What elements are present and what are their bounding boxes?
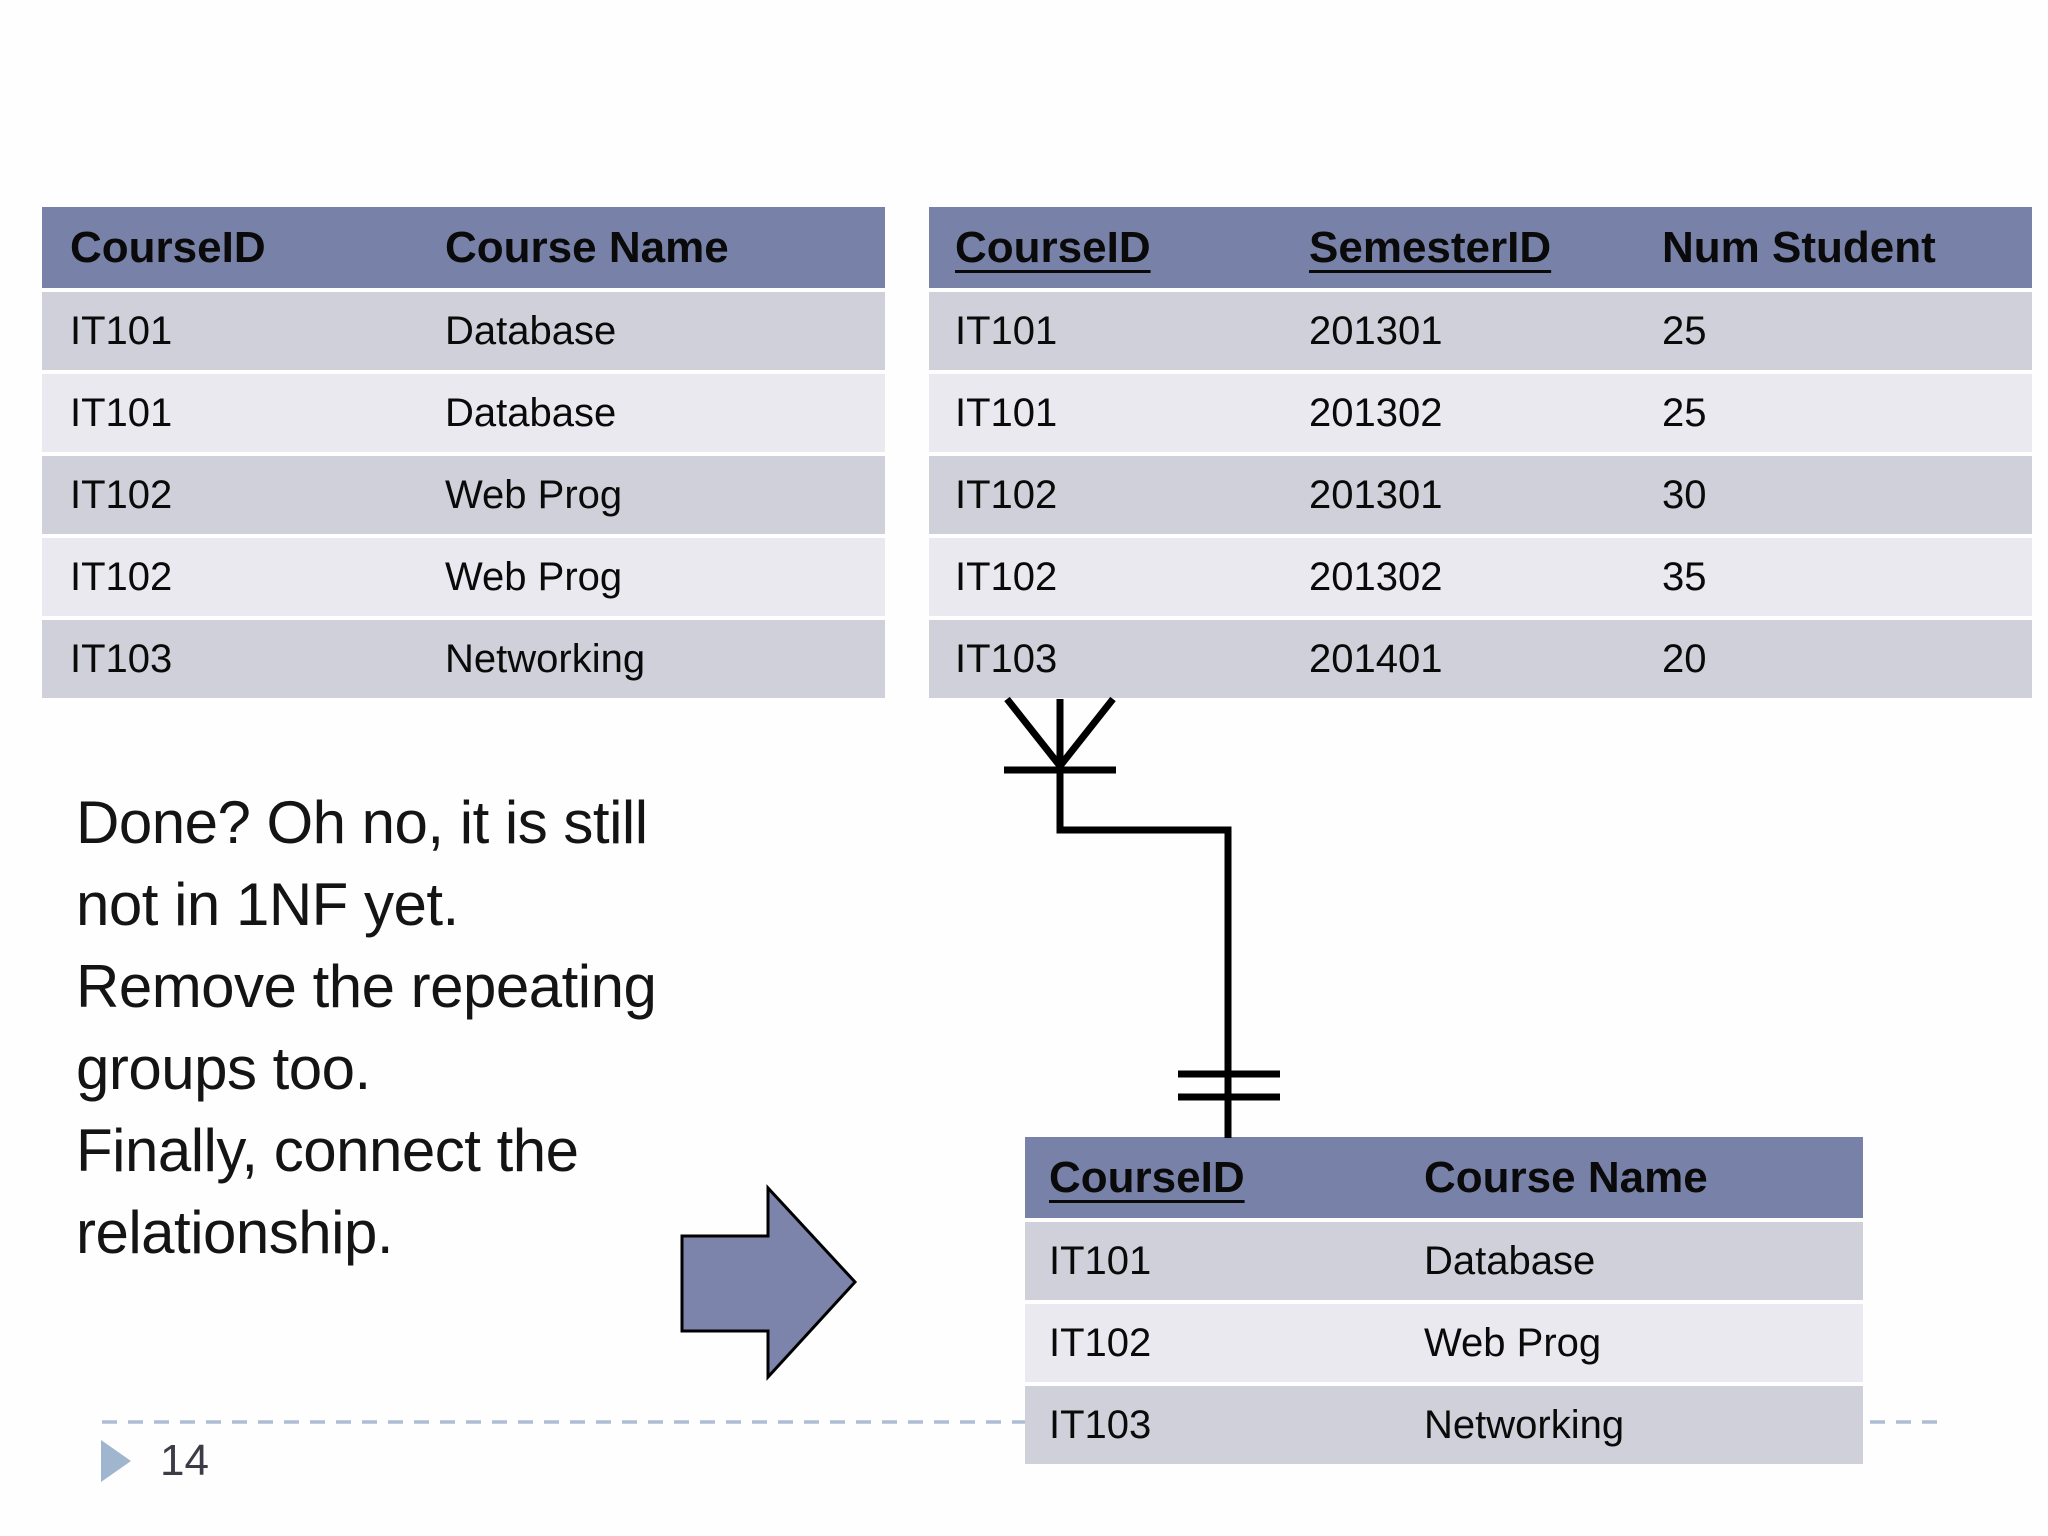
cell-courseid: IT101	[955, 390, 1058, 435]
table-row: IT102 201302 35	[929, 538, 2032, 616]
cell-course-name: Web Prog	[445, 472, 623, 517]
page-nav-triangle-icon	[101, 1440, 131, 1482]
cell-num-student: 25	[1662, 308, 1707, 353]
cell-courseid: IT102	[955, 472, 1058, 517]
column-header-courseid: CourseID	[1049, 1152, 1245, 1202]
column-header-num-student: Num Student	[1662, 222, 1936, 272]
table-header-row: CourseID Course Name	[42, 207, 885, 288]
cell-courseid: IT102	[1049, 1320, 1152, 1365]
table-row: IT103 201401 20	[929, 620, 2032, 698]
cell-courseid: IT102	[70, 472, 173, 517]
table-row: IT101 201302 25	[929, 374, 2032, 452]
cell-course-name: Networking	[445, 636, 646, 681]
cell-courseid: IT101	[1049, 1238, 1152, 1283]
crow-foot-prong-icon	[1004, 696, 1063, 769]
cell-course-name: Web Prog	[1424, 1320, 1602, 1365]
cell-num-student: 20	[1662, 636, 1707, 681]
cell-courseid: IT101	[955, 308, 1058, 353]
cell-course-name: Networking	[1424, 1402, 1625, 1447]
relationship-connector	[1004, 696, 1280, 1138]
table-row: IT101 201301 25	[929, 292, 2032, 370]
table-header-row: CourseID SemesterID Num Student	[929, 207, 2032, 288]
table-row: IT101 Database	[42, 292, 885, 370]
cell-semesterid: 201302	[1309, 390, 1443, 435]
cell-semesterid: 201301	[1309, 308, 1443, 353]
page-number: 14	[160, 1436, 209, 1485]
table-row: IT103 Networking	[42, 620, 885, 698]
table-row: IT101 Database	[42, 374, 885, 452]
cell-course-name: Database	[1424, 1238, 1596, 1283]
cell-courseid: IT103	[1049, 1402, 1152, 1447]
connector-line	[1056, 699, 1232, 1138]
cell-semesterid: 201401	[1309, 636, 1443, 681]
table-row: IT102 Web Prog	[42, 456, 885, 534]
column-header-courseid: CourseID	[70, 222, 266, 272]
table-course-1nf: CourseID Course Name IT101 Database IT10…	[1025, 1137, 1863, 1464]
footer: 14	[100, 1436, 209, 1486]
cell-num-student: 30	[1662, 472, 1707, 517]
column-header-course-name: Course Name	[445, 222, 729, 272]
note-text: Done? Oh no, it is still not in 1NF yet.…	[76, 789, 657, 1266]
cell-courseid: IT102	[70, 554, 173, 599]
column-header-courseid: CourseID	[955, 222, 1151, 272]
table-header-row: CourseID Course Name	[1025, 1137, 1863, 1218]
cell-courseid: IT103	[70, 636, 173, 681]
table-row: IT103 Networking	[1025, 1386, 1863, 1464]
cell-courseid: IT101	[70, 390, 173, 435]
cell-courseid: IT101	[70, 308, 173, 353]
cell-semesterid: 201302	[1309, 554, 1443, 599]
column-header-course-name: Course Name	[1424, 1152, 1708, 1202]
crow-foot-prong-icon	[1057, 696, 1116, 769]
table-course-semester: CourseID SemesterID Num Student IT101 20…	[929, 207, 2032, 698]
cell-courseid: IT102	[955, 554, 1058, 599]
cell-course-name: Database	[445, 390, 617, 435]
cell-course-name: Web Prog	[445, 554, 623, 599]
cell-num-student: 35	[1662, 554, 1707, 599]
table-row: IT102 Web Prog	[1025, 1304, 1863, 1382]
table-course-unnormalized: CourseID Course Name IT101 Database IT10…	[42, 207, 885, 698]
table-row: IT102 Web Prog	[42, 538, 885, 616]
column-header-semesterid: SemesterID	[1309, 222, 1552, 272]
cell-semesterid: 201301	[1309, 472, 1443, 517]
cell-course-name: Database	[445, 308, 617, 353]
table-row: IT101 Database	[1025, 1222, 1863, 1300]
cell-courseid: IT103	[955, 636, 1058, 681]
cell-num-student: 25	[1662, 390, 1707, 435]
table-row: IT102 201301 30	[929, 456, 2032, 534]
